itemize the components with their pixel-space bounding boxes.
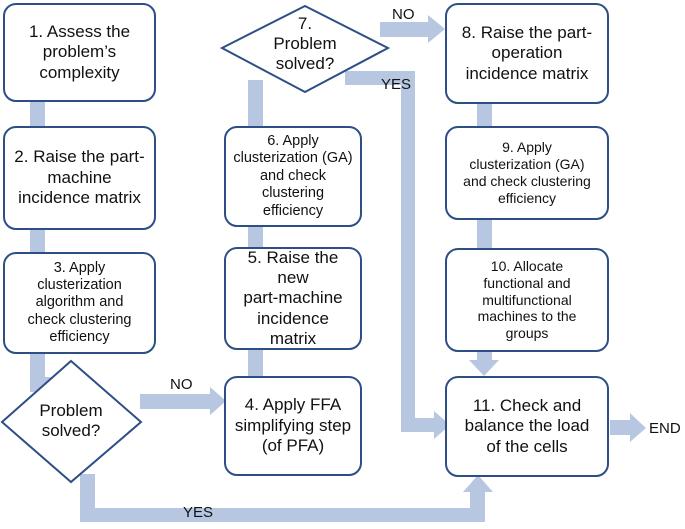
arrowhead-to-11-bottom xyxy=(463,475,493,492)
connector-11-end xyxy=(610,420,632,435)
connector-6-7 xyxy=(248,80,263,128)
arrowhead-to-8 xyxy=(428,15,445,43)
connector-4-5 xyxy=(248,348,263,378)
label-end: END xyxy=(649,420,681,437)
step-6-text: 6. Apply clusterization (GA) and check c… xyxy=(233,133,353,219)
connector-7-yes-to-11 xyxy=(401,418,437,432)
step-6-box: 6. Apply clusterization (GA) and check c… xyxy=(224,126,362,227)
step-3-box: 3. Apply clusterization algorithm and ch… xyxy=(3,252,156,354)
arrowhead-to-11-top xyxy=(469,360,499,376)
connector-7-8 xyxy=(380,22,430,37)
label-yes-to-step-11: YES xyxy=(381,76,412,93)
arrowhead-to-4 xyxy=(210,387,226,415)
step-10-text: 10. Allocate functional and multifunctio… xyxy=(477,258,577,342)
connector-7-yes-down xyxy=(401,71,415,432)
step-4-text: 4. Apply FFA simplifying step (of PFA) xyxy=(234,395,352,456)
decision-diamond-bottom xyxy=(0,359,143,484)
connector-bottom-up xyxy=(470,490,485,522)
step-2-text: 2. Raise the part- machine incidence mat… xyxy=(14,147,145,208)
step-1-text: 1. Assess the problem’s complexity xyxy=(28,21,131,82)
arrowhead-to-end xyxy=(630,413,646,442)
step-2-box: 2. Raise the part- machine incidence mat… xyxy=(3,126,156,230)
step-8-text: 8. Raise the part- operation incidence m… xyxy=(461,22,593,83)
step-9-box: 9. Apply clusterization (GA) and check c… xyxy=(445,126,609,220)
step-10-box: 10. Allocate functional and multifunctio… xyxy=(445,248,609,352)
connector-8-9 xyxy=(477,102,492,128)
connector-2-3 xyxy=(30,228,45,254)
step-5-text: 5. Raise the new part-machine incidence … xyxy=(243,247,343,349)
step-5-box: 5. Raise the new part-machine incidence … xyxy=(224,247,362,350)
decision-7-label: 7. Problem solved? xyxy=(273,14,337,74)
step-11-box: 11. Check and balance the load of the ce… xyxy=(445,376,609,477)
connector-1-2 xyxy=(30,100,45,128)
connector-5-6 xyxy=(248,225,263,249)
arrowhead-to-11-left xyxy=(434,411,450,439)
connector-decision-4 xyxy=(140,394,212,409)
step-11-text: 11. Check and balance the load of the ce… xyxy=(464,395,590,456)
connector-7-yes-horizontal xyxy=(345,71,415,85)
step-1-box: 1. Assess the problem’s complexity xyxy=(3,3,156,102)
connector-decision-down xyxy=(80,474,95,514)
decision-diamond-7 xyxy=(219,4,391,94)
decision-bottom-label: Problem solved? xyxy=(39,401,103,441)
step-3-text: 3. Apply clusterization algorithm and ch… xyxy=(27,259,132,346)
label-no-to-step-8: NO xyxy=(392,6,415,23)
step-8-box: 8. Raise the part- operation incidence m… xyxy=(445,3,609,104)
label-yes-bottom: YES xyxy=(183,504,214,521)
connector-bottom-horizontal xyxy=(80,508,485,522)
connector-9-10 xyxy=(477,218,492,250)
label-no-to-step-4: NO xyxy=(170,376,193,393)
step-4-box: 4. Apply FFA simplifying step (of PFA) xyxy=(224,376,362,476)
step-9-text: 9. Apply clusterization (GA) and check c… xyxy=(463,139,591,206)
